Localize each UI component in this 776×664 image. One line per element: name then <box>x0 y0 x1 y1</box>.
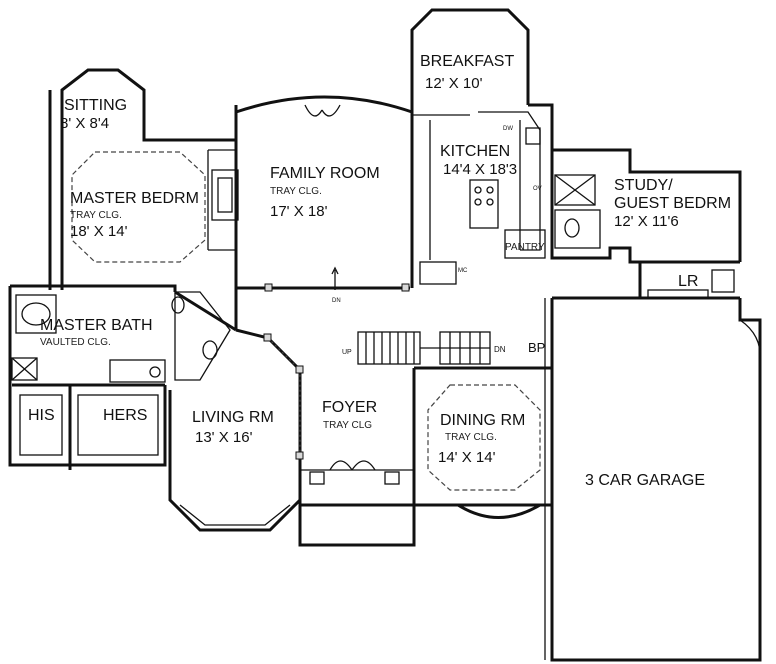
kitchen-island <box>469 179 499 229</box>
laundry-label: LR <box>678 273 698 290</box>
oven-label: OV <box>533 186 542 192</box>
front-doors <box>329 460 376 471</box>
family-down-label: DN <box>332 298 341 304</box>
family-room-label: FAMILY ROOM <box>270 165 380 182</box>
room-labels: SITTING 8' X 8'4 BREAKFAST 12' X 10' KIT… <box>28 53 731 489</box>
sitting-label: SITTING <box>64 97 127 114</box>
fireplace <box>211 169 239 221</box>
microwave-label: MC <box>458 268 468 274</box>
foyer-label: FOYER <box>322 399 377 416</box>
sitting-dims: 8' X 8'4 <box>60 115 109 132</box>
dining-tray-ceiling <box>427 384 541 491</box>
pantry-closet <box>504 229 546 259</box>
master-bath-label: MASTER BATH <box>40 317 153 334</box>
study-label-2: GUEST BEDRM <box>614 195 731 212</box>
family-room-dims: 17' X 18' <box>270 203 328 220</box>
bath-tub <box>15 294 57 334</box>
kitchen-counter <box>478 111 541 251</box>
study-label: STUDY/ <box>614 177 673 194</box>
breakfast-dims: 12' X 10' <box>425 75 483 92</box>
hers-label: HERS <box>103 407 147 424</box>
foyer-note: TRAY CLG <box>323 420 372 431</box>
stair-up-label: UP <box>342 349 352 356</box>
kitchen-label: KITCHEN <box>440 143 510 160</box>
living-room-label: LIVING RM <box>192 409 274 426</box>
master-bedroom-dims: 18' X 14' <box>70 223 128 240</box>
garage-label: 3 CAR GARAGE <box>585 472 705 489</box>
staircase <box>357 331 491 365</box>
dining-room-label: DINING RM <box>440 412 525 429</box>
pantry-label: PANTRY <box>505 242 545 253</box>
interior-details <box>11 104 761 660</box>
study-closet <box>554 174 596 206</box>
bp-label: BP <box>528 340 545 355</box>
laundry-counter <box>647 289 709 299</box>
master-bedroom-label: MASTER BEDRM <box>70 190 199 207</box>
master-bedroom-tray-ceiling <box>71 151 206 263</box>
study-dims: 12' X 11'6 <box>614 213 679 230</box>
dishwasher-label: DW <box>503 126 513 132</box>
master-bedroom-note: TRAY CLG. <box>70 210 122 221</box>
family-room-note: TRAY CLG. <box>270 186 322 197</box>
walls <box>8 8 762 662</box>
small-marks: UP DN DN DW OV MC <box>331 126 542 356</box>
dining-room-dims: 14' X 14' <box>438 449 496 466</box>
family-room-french-doors <box>304 104 341 117</box>
kitchen-dims: 14'4 X 18'3 <box>443 161 517 178</box>
master-bath-note: VAULTED CLG. <box>40 337 111 348</box>
stair-down-label: DN <box>494 345 506 354</box>
breakfast-label: BREAKFAST <box>420 53 514 70</box>
living-room-dims: 13' X 16' <box>195 429 253 446</box>
his-label: HIS <box>28 407 55 424</box>
refrigerator <box>525 127 541 145</box>
dining-room-note: TRAY CLG. <box>445 432 497 443</box>
